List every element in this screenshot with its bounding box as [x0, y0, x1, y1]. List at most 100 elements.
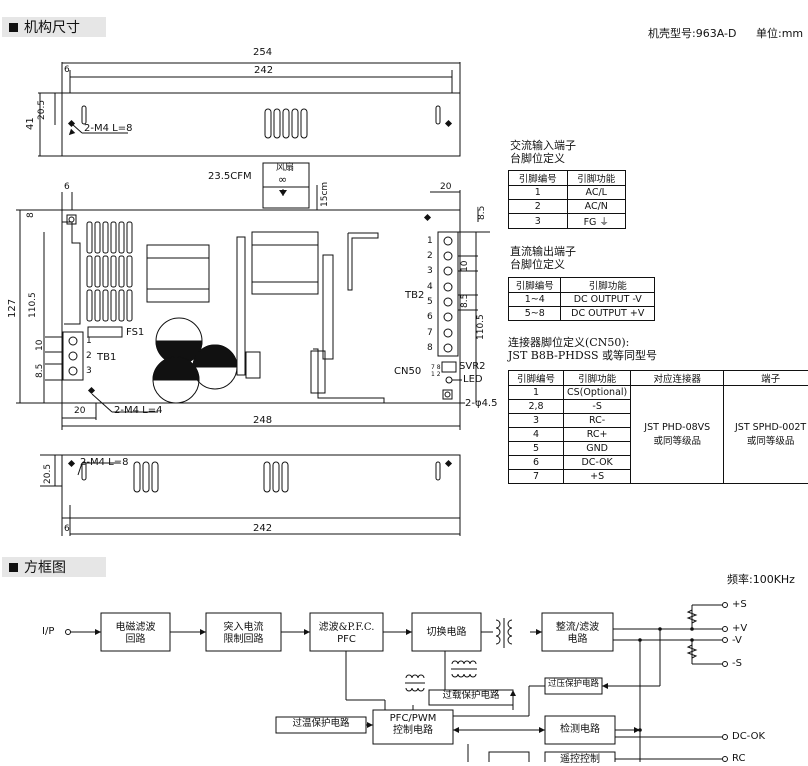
tb1-pin-3: 3	[86, 367, 92, 376]
dim-127: 127	[8, 299, 18, 318]
ac-input-title-text: 交流输入端子	[510, 140, 576, 153]
cell: 3	[509, 214, 568, 229]
tb2-pin-7: 7	[427, 329, 433, 338]
pfc-pwm-line2: 控制电路	[373, 725, 453, 737]
rect-pfc-line1: 滤波&P.F.C.	[310, 622, 383, 634]
section-title: 机构尺寸	[24, 17, 80, 37]
dim-8-5-right: 8.5	[461, 294, 470, 308]
dim-8-5-left: 8.5	[36, 364, 45, 378]
tb2-pin-6: 6	[427, 313, 433, 322]
inrush-label: 突入电流 限制回路	[206, 622, 281, 645]
cn50-title-text: 连接器脚位定义(CN50):	[508, 337, 657, 350]
cn50-title: 连接器脚位定义(CN50): JST B8B-PHDSS 或等同型号	[508, 337, 657, 362]
ac-input-title: 交流输入端子 台脚位定义	[510, 140, 576, 165]
fs1-label: FS1	[126, 328, 144, 338]
dim-248: 248	[253, 416, 272, 426]
mating-connector-alt: 或同等级品	[634, 433, 720, 447]
col-pin-func: 引脚功能	[564, 371, 631, 386]
cell: 1	[509, 186, 568, 200]
out-s-minus: -S	[732, 659, 742, 669]
col-pin-no: 引脚编号	[509, 171, 568, 186]
ac-input-subtitle: 台脚位定义	[510, 153, 576, 166]
detect-label: 检测电路	[545, 724, 615, 736]
dc-output-title: 直流输出端子 台脚位定义	[510, 246, 576, 271]
cell: AC/L	[567, 186, 626, 200]
dim-242-side: 242	[253, 524, 272, 534]
out-dc-ok: DC-OK	[732, 732, 765, 742]
cell: -S	[564, 400, 631, 414]
terminal: JST SPHD-002T	[727, 422, 808, 433]
frequency-label: 频率:100KHz	[727, 574, 795, 585]
cell: 3	[509, 414, 564, 428]
section-header-block-diagram: 方框图	[2, 557, 106, 577]
cn50-subtitle: JST B8B-PHDSS 或等同型号	[508, 350, 657, 363]
cell: 4	[509, 428, 564, 442]
mating-cell: JST PHD-08VS 或同等级品	[631, 386, 724, 484]
col-pin-func: 引脚功能	[561, 278, 655, 293]
svr2-label: SVR2	[459, 362, 486, 372]
screw-top: 2-M4 L=8	[84, 124, 132, 134]
cell: DC OUTPUT +V	[561, 307, 655, 321]
dim-41: 41	[26, 117, 36, 130]
tb1-pin-2: 2	[86, 352, 92, 361]
terminal-cell: JST SPHD-002T 或同等级品	[724, 386, 808, 484]
inrush-line1: 突入电流	[206, 622, 281, 634]
table-header-row: 引脚编号 引脚功能	[509, 171, 626, 186]
cn50-pins: 7 8 1 2	[431, 364, 441, 378]
dim-110-5: 110.5	[29, 292, 38, 318]
dim-20-mid: 20	[440, 183, 451, 192]
cell: 5	[509, 442, 564, 456]
fan-icon: ∞	[278, 174, 287, 185]
mechanical-drawing	[0, 40, 500, 545]
inrush-line2: 限制回路	[206, 634, 281, 646]
table-row: 1 CS(Optional) JST PHD-08VS 或同等级品 JST SP…	[509, 386, 808, 400]
cell: DC-OK	[564, 456, 631, 470]
col-terminal: 端子	[724, 371, 808, 386]
cell: 7	[509, 470, 564, 484]
rect-filter-line1: 整流/滤波	[542, 622, 613, 634]
dim-6-top: 6	[64, 66, 70, 75]
dim-6-mid: 6	[64, 183, 70, 192]
cell: +S	[564, 470, 631, 484]
cell: GND	[564, 442, 631, 456]
tb2-pin-4: 4	[427, 283, 433, 292]
dc-output-subtitle: 台脚位定义	[510, 259, 576, 272]
rect-pfc-line2: PFC	[310, 634, 383, 646]
case-model: 机壳型号:963A-D	[648, 28, 736, 39]
tb1-pin-1: 1	[86, 337, 92, 346]
tb2-pin-5: 5	[427, 298, 433, 307]
dim-10-right: 10	[461, 261, 470, 272]
fan-label: 风扇	[276, 164, 294, 173]
emi-line1: 电磁滤波	[101, 622, 170, 634]
out-s-plus: +S	[732, 600, 747, 610]
olp-label: 过载保护电路	[429, 691, 513, 702]
col-pin-no: 引脚编号	[509, 371, 564, 386]
dim-254: 254	[253, 48, 272, 58]
ovp-label: 过压保护电路	[545, 680, 602, 690]
cell: 2,8	[509, 400, 564, 414]
pfc-pwm-line1: PFC/PWM	[373, 713, 453, 725]
cn50-label: CN50	[394, 367, 421, 377]
mating-connector: JST PHD-08VS	[634, 422, 720, 433]
table-header-row: 引脚编号 引脚功能	[509, 278, 655, 293]
tb2-pin-3: 3	[427, 267, 433, 276]
terminal-alt: 或同等级品	[727, 433, 808, 447]
unit-label: 单位:mm	[756, 28, 803, 39]
airflow: 23.5CFM	[208, 172, 252, 182]
dim-20-5-side: 20.5	[44, 464, 53, 484]
rect-filter-label: 整流/滤波 电路	[542, 622, 613, 645]
cell: 1~4	[509, 293, 561, 307]
cell: 6	[509, 456, 564, 470]
pfc-pwm-label: PFC/PWM 控制电路	[373, 713, 453, 736]
cn50-table: 引脚编号 引脚功能 对应连接器 端子 1 CS(Optional) JST PH…	[508, 370, 808, 484]
tb2-pin-2: 2	[427, 252, 433, 261]
section-header-dimensions: 机构尺寸	[2, 17, 106, 37]
section-title: 方框图	[24, 557, 66, 577]
tb2-label: TB2	[405, 291, 424, 301]
cell: DC OUTPUT -V	[561, 293, 655, 307]
col-mating: 对应连接器	[631, 371, 724, 386]
